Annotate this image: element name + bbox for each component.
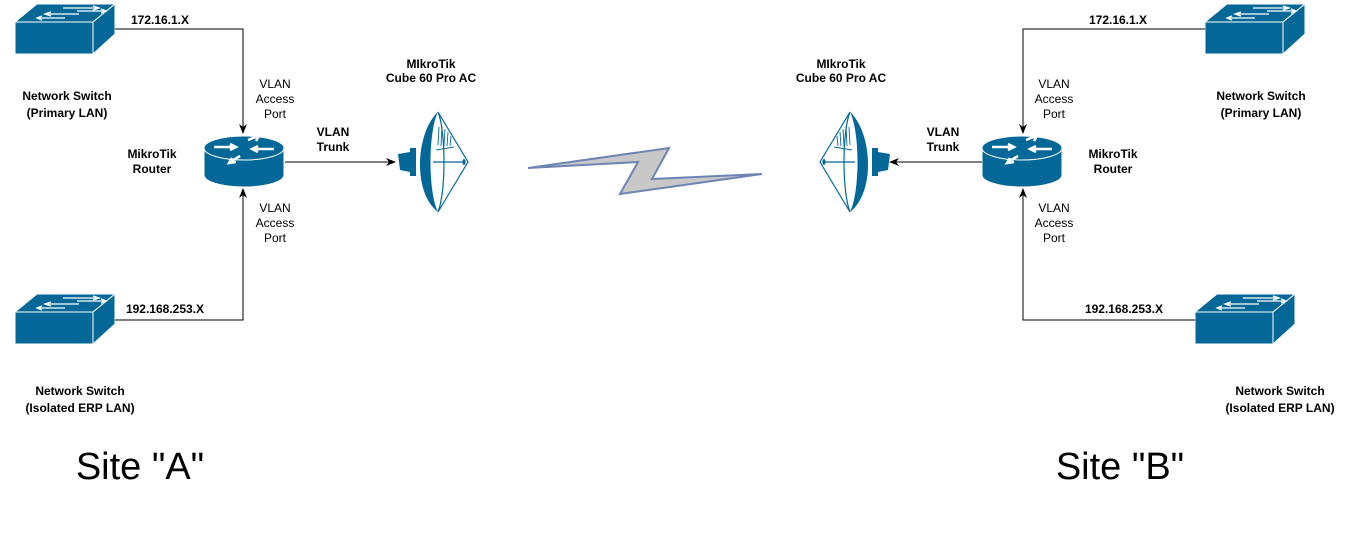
port-label: Port bbox=[264, 107, 287, 121]
port-label: Access bbox=[256, 92, 295, 106]
antenna-b-icon bbox=[819, 111, 891, 213]
antenna-a-icon bbox=[397, 111, 469, 213]
switch-label: Network Switch bbox=[1216, 89, 1305, 103]
link-primary-b bbox=[1019, 28, 1205, 134]
antenna-label: Cube 60 Pro AC bbox=[386, 71, 477, 85]
router-label: MikroTik bbox=[1088, 147, 1137, 161]
link-erp-a bbox=[115, 188, 247, 321]
router-label: Router bbox=[133, 162, 172, 176]
router-label: Router bbox=[1094, 162, 1133, 176]
port-label: VLAN bbox=[259, 77, 290, 91]
subnet-label: 192.168.253.X bbox=[126, 302, 204, 316]
trunk-label: Trunk bbox=[317, 140, 350, 154]
switch-label: (Isolated ERP LAN) bbox=[1225, 401, 1334, 415]
link-primary-a bbox=[115, 28, 247, 134]
switch-label: Network Switch bbox=[35, 384, 124, 398]
router-a-icon bbox=[202, 133, 286, 189]
link-erp-b bbox=[1019, 188, 1195, 321]
trunk-label: Trunk bbox=[927, 140, 960, 154]
port-label: Port bbox=[1043, 107, 1066, 121]
antenna-label: MIkroTik bbox=[816, 57, 865, 71]
trunk-label: VLAN bbox=[927, 125, 960, 139]
switch-label: Network Switch bbox=[1235, 384, 1324, 398]
antenna-label: Cube 60 Pro AC bbox=[796, 71, 887, 85]
port-label: Port bbox=[264, 231, 287, 245]
switch-label: (Primary LAN) bbox=[27, 106, 108, 120]
port-label: Access bbox=[256, 216, 295, 230]
port-label: VLAN bbox=[1038, 77, 1069, 91]
primary-switch-a-icon bbox=[14, 3, 116, 55]
site-title: Site "B" bbox=[1056, 446, 1184, 488]
wireless-link-bolt bbox=[527, 146, 763, 196]
subnet-label: 172.16.1.X bbox=[1089, 13, 1147, 27]
subnet-label: 192.168.253.X bbox=[1085, 302, 1163, 316]
primary-switch-b-icon bbox=[1204, 3, 1306, 55]
switch-label: Network Switch bbox=[22, 89, 111, 103]
port-label: VLAN bbox=[259, 201, 290, 215]
erp-switch-a-icon bbox=[14, 293, 116, 345]
router-b-icon bbox=[980, 133, 1064, 189]
subnet-label: 172.16.1.X bbox=[131, 13, 189, 27]
port-label: VLAN bbox=[1038, 201, 1069, 215]
port-label: Access bbox=[1035, 92, 1074, 106]
port-label: Port bbox=[1043, 231, 1066, 245]
site-a: 172.16.1.X Network Switch (Primary LAN) … bbox=[14, 3, 477, 488]
router-label: MikroTik bbox=[127, 147, 176, 161]
switch-label: (Isolated ERP LAN) bbox=[25, 401, 134, 415]
port-label: Access bbox=[1035, 216, 1074, 230]
switch-label: (Primary LAN) bbox=[1221, 106, 1302, 120]
site-title: Site "A" bbox=[76, 446, 204, 488]
site-b: 172.16.1.X Network Switch (Primary LAN) … bbox=[796, 3, 1335, 488]
antenna-label: MIkroTik bbox=[406, 57, 455, 71]
erp-switch-b-icon bbox=[1194, 293, 1296, 345]
trunk-label: VLAN bbox=[317, 125, 350, 139]
